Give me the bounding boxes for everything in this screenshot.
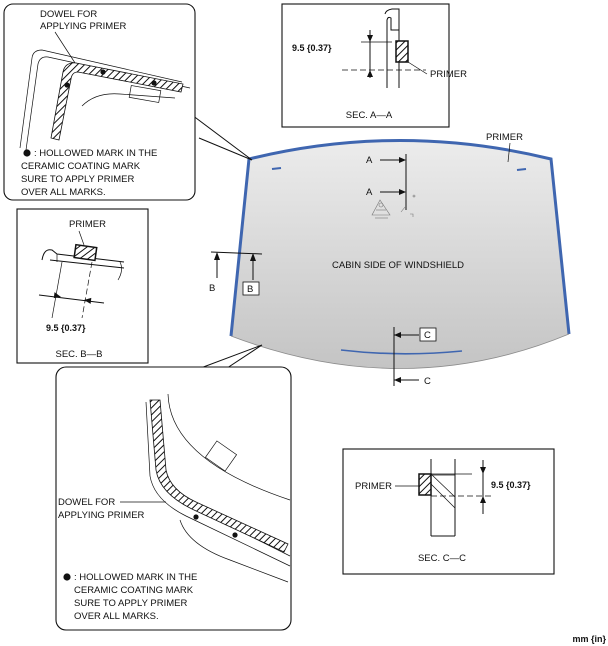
section-cut-b: B B — [209, 251, 263, 296]
section-a-primer-block — [395, 40, 409, 63]
cut-b-label-2: B — [247, 284, 253, 295]
section-a-primer-label: PRIMER — [430, 69, 467, 80]
callout-top-note-line1: : HOLLOWED MARK IN THE — [34, 148, 157, 159]
callout-bottom-note-line2: CERAMIC COATING MARK — [74, 585, 194, 596]
section-b-body — [56, 254, 122, 281]
hollowed-mark-icon — [151, 80, 157, 86]
callout-top-inner-line — [81, 93, 176, 107]
section-cut-c: C C — [393, 327, 437, 387]
section-a-glass — [384, 8, 400, 88]
callout-top-note-line4: OVER ALL MARKS. — [21, 187, 106, 198]
windshield: CABIN SIDE OF WINDSHIELD PRIMER — [229, 132, 571, 369]
section-b-primer-label: PRIMER — [69, 219, 106, 230]
section-a-box: 9.5 {0.37} PRIMER SEC. A—A — [281, 3, 467, 128]
windshield-glass — [231, 140, 569, 369]
callout-top-note-line3: SURE TO APPLY PRIMER — [21, 174, 134, 185]
cut-a-label-2: A — [366, 187, 373, 198]
callout-bottom-note-line3: SURE TO APPLY PRIMER — [74, 598, 187, 609]
corner-mark-right — [516, 168, 527, 171]
windshield-label: CABIN SIDE OF WINDSHIELD — [332, 260, 464, 271]
section-b-glass — [41, 249, 125, 269]
windshield-primer-edge — [229, 139, 571, 337]
section-c-primer-block — [418, 473, 432, 496]
section-c-primer-label: PRIMER — [355, 481, 392, 492]
callout-bottom-dowel-line1: DOWEL FOR — [58, 497, 115, 508]
section-cut-a: A A — [366, 154, 407, 210]
cut-b-label-1: B — [209, 283, 215, 294]
section-c-glass — [430, 459, 456, 537]
section-b-box: PRIMER 9.5 {0.37} SEC. B—B — [16, 208, 149, 364]
callout-top-body-lines — [19, 49, 191, 151]
cut-a-label-1: A — [366, 155, 373, 166]
callout-bottom-note-line4: OVER ALL MARKS. — [74, 611, 159, 622]
lower-primer-strip — [340, 349, 463, 355]
callout-top-left: DOWEL FOR APPLYING PRIMER : HOLLOWED MAR… — [3, 3, 253, 201]
windshield-lower-edge — [230, 333, 570, 369]
callout-bottom-note-line1: : HOLLOWED MARK IN THE — [74, 572, 197, 583]
cut-c-label-2: C — [424, 376, 431, 387]
hollowed-mark-icon — [100, 69, 106, 75]
section-b-dimension: 9.5 {0.37} — [46, 323, 86, 333]
corner-mark-left — [271, 167, 282, 170]
mirror-mount — [371, 194, 416, 219]
section-b-primer-block — [73, 243, 98, 262]
callout-top-dowel-line2: APPLYING PRIMER — [40, 21, 127, 32]
section-a-dimension: 9.5 {0.37} — [292, 43, 332, 53]
section-b-caption: SEC. B—B — [56, 349, 103, 360]
windshield-primer-label: PRIMER — [486, 132, 523, 143]
bullet-icon — [23, 149, 31, 157]
units-label: mm {in} — [572, 634, 606, 644]
callout-bottom-inner-line — [167, 393, 291, 501]
bullet-icon — [63, 573, 71, 581]
callout-bottom-dowel-line2: APPLYING PRIMER — [58, 510, 145, 521]
callout-bottom-primer-band — [149, 399, 289, 553]
hollowed-mark-icon — [232, 532, 238, 538]
section-c-caption: SEC. C—C — [418, 553, 466, 564]
hollowed-mark-icon — [193, 514, 199, 520]
callout-bottom-left: DOWEL FOR APPLYING PRIMER : HOLLOWED MAR… — [55, 344, 292, 631]
cut-c-label-1: C — [424, 330, 431, 341]
callout-top-note-line2: CERAMIC COATING MARK — [21, 161, 141, 172]
section-a-caption: SEC. A—A — [346, 110, 393, 121]
section-c-dimension: 9.5 {0.37} — [491, 480, 531, 490]
callout-bottom-bracket — [204, 440, 238, 472]
callout-top-dowel-line1: DOWEL FOR — [40, 9, 97, 20]
callout-bottom-outer-line — [179, 519, 289, 583]
primer-leader — [507, 142, 511, 163]
callout-top-primer-band — [50, 62, 184, 141]
section-c-box: 9.5 {0.37} PRIMER SEC. C—C — [342, 448, 555, 575]
hollowed-mark-icon — [64, 82, 70, 88]
